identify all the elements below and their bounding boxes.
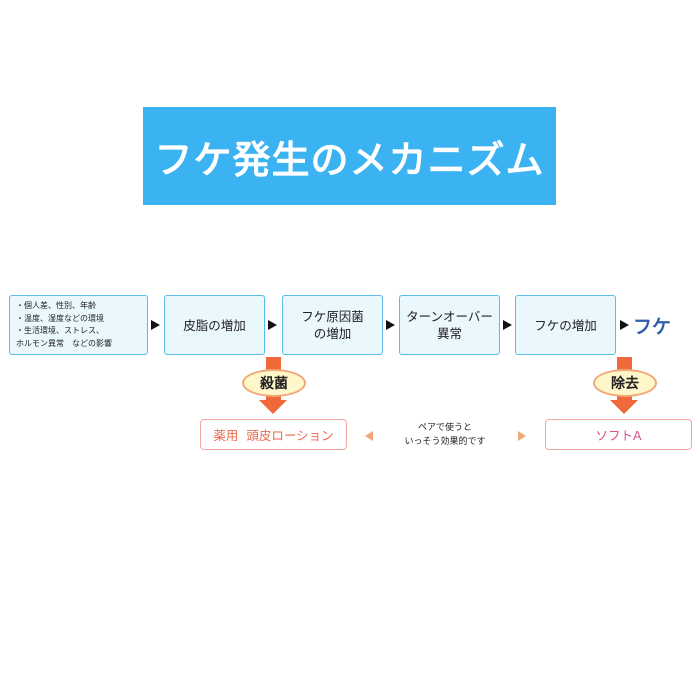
- step-label: ターンオーバー: [406, 309, 493, 324]
- step-label: 皮脂の増加: [183, 317, 246, 333]
- step-dandruff-increase: フケの増加: [515, 295, 616, 355]
- step-fungus-increase: フケ原因菌 の増加: [282, 295, 383, 355]
- product-scalp-lotion: 薬用 頭皮ローション: [200, 419, 347, 450]
- step-label: の増加: [313, 326, 352, 341]
- flow-arrow-icon: [151, 320, 160, 330]
- step-sebum-increase: 皮脂の増加: [164, 295, 265, 355]
- right-triangle-icon: [518, 431, 526, 441]
- step-turnover-abnormal: ターンオーバー 異常: [399, 295, 500, 355]
- flow-arrow-icon: [386, 320, 395, 330]
- causes-box: ・個人差、性別、年齢 ・温度、湿度などの環境 ・生活環境、ストレス、 ホルモン異…: [9, 295, 148, 355]
- step-label: 異常: [436, 326, 462, 341]
- step-label: フケ原因菌: [301, 309, 364, 324]
- sterilize-label: 殺菌: [260, 376, 288, 392]
- step-label: フケの増加: [534, 317, 597, 333]
- sterilize-oval: 殺菌: [242, 369, 306, 397]
- down-arrow-icon: [259, 400, 287, 414]
- page-title: フケ発生のメカニズム: [154, 137, 545, 182]
- combo-note-line: ペアで使うと: [417, 423, 472, 433]
- product-soft-a: ソフトA: [545, 419, 692, 450]
- left-triangle-icon: [365, 431, 373, 441]
- combo-note: ペアで使うと いっそう効果的です: [382, 421, 508, 449]
- flow-arrow-icon: [268, 320, 277, 330]
- product-soft-label: ソフトA: [595, 428, 642, 443]
- down-arrow-icon: [610, 400, 638, 414]
- flow-arrow-icon: [503, 320, 512, 330]
- remove-label: 除去: [611, 376, 639, 392]
- cause-item: ・温度、湿度などの環境: [16, 313, 104, 323]
- flow-arrow-icon: [620, 320, 629, 330]
- cause-item: ・生活環境、ストレス、: [16, 326, 104, 335]
- cause-item: ・個人差、性別、年齢: [16, 301, 96, 310]
- remove-oval: 除去: [593, 369, 657, 397]
- cause-item: ホルモン異常 などの影響: [16, 338, 112, 348]
- title-banner: フケ発生のメカニズム: [143, 107, 556, 205]
- result-label: フケ: [633, 316, 672, 338]
- product-lotion-label: 薬用 頭皮ローション: [213, 428, 334, 443]
- combo-note-line: いっそう効果的です: [404, 437, 486, 447]
